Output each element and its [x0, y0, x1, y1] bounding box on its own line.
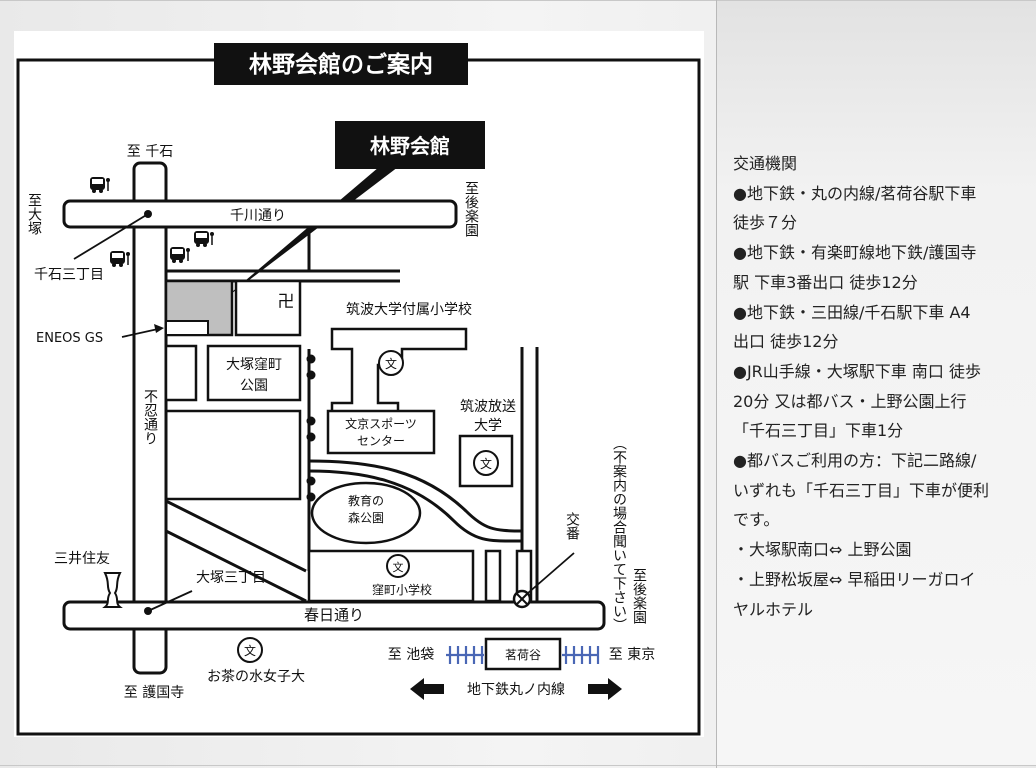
marunouchi-line-label: 地下鉄丸ノ内線	[467, 682, 565, 698]
mitsui-sumitomo-label: 三井住友	[54, 551, 110, 567]
school-symbol-1: 文	[385, 356, 397, 371]
otsuka-3chome-label: 大塚三丁目	[196, 570, 266, 586]
myogadani-station	[484, 637, 562, 671]
access-panel: 交通機関 ●地下鉄・丸の内線/茗荷谷駅下車 徒歩７分 ●地下鉄・有楽町線地下鉄/…	[717, 0, 1036, 766]
school-symbol-2: 文	[480, 456, 492, 471]
senkawa-road-label: 千川通り	[230, 208, 286, 224]
access-line: ●都バスご利用の方：下記二路線/	[733, 451, 977, 471]
rail-track-right	[562, 646, 600, 664]
access-line: ・上野松坂屋⇔ 早稲田リーガロイ	[733, 569, 976, 589]
kasuga-road-label: 春日通り	[304, 606, 364, 624]
access-line: ヤルホテル	[733, 599, 814, 619]
kubomachi-elementary-label: 窪町小学校	[372, 582, 432, 597]
koban-label: 交番	[564, 511, 580, 540]
access-line: 徒歩７分	[733, 213, 798, 233]
bank-icon	[102, 572, 123, 608]
access-line: 駅 下車3番出口 徒歩12分	[733, 272, 918, 292]
access-line: です。	[733, 510, 780, 530]
sengoku-3chome-label: 千石三丁目	[34, 267, 104, 283]
access-line: ●地下鉄・有楽町線地下鉄/護国寺	[733, 243, 977, 263]
access-map: 林野会館のご案内 林野会館 卍 大塚窪町 公園	[14, 31, 704, 737]
access-info: 交通機関 ●地下鉄・丸の内線/茗荷谷駅下車 徒歩７分 ●地下鉄・有楽町線地下鉄/…	[733, 149, 1025, 624]
broadcast-univ-label-1: 筑波放送	[460, 399, 516, 415]
map-title: 林野会館のご案内	[249, 51, 433, 78]
bunkyo-sports-center	[326, 409, 436, 455]
school-symbol-4: 文	[244, 643, 256, 658]
dir-southeast: 至後楽園	[631, 568, 647, 624]
koban-note: （不案内の場合聞いて下さい）	[611, 436, 627, 632]
kyoiku-park-label-1: 教育の	[348, 493, 384, 508]
access-line: ●地下鉄・丸の内線/茗荷谷駅下車	[733, 183, 977, 203]
building-label: 林野会館	[370, 134, 450, 158]
access-heading: 交通機関	[733, 154, 798, 173]
eneos-label: ENEOS GS	[36, 331, 103, 346]
tsukuba-elementary-building	[330, 327, 468, 425]
access-line: 出口 徒歩12分	[733, 332, 839, 352]
kyoiku-park-label-2: 森公園	[348, 510, 384, 525]
sports-center-label-2: センター	[357, 434, 405, 448]
access-line: いずれも「千石三丁目」下車が便利	[733, 480, 990, 500]
ochanomizu-univ-label: お茶の水女子大	[207, 668, 305, 685]
access-line: ●JR山手線・大塚駅下車 南口 徒歩	[733, 361, 981, 381]
title-banner	[214, 43, 468, 85]
kyoiku-no-mori-park	[310, 481, 422, 545]
panel-divider	[716, 0, 717, 768]
dir-northeast: 至後楽園	[463, 181, 479, 237]
otsuka-kubomachi-park	[206, 344, 302, 402]
access-line: ●地下鉄・三田線/千石駅下車 A4	[733, 302, 971, 322]
park-label-2: 公園	[240, 378, 268, 394]
dir-north: 至 千石	[127, 144, 173, 160]
dir-south: 至 護国寺	[124, 685, 184, 701]
park-label-1: 大塚窪町	[226, 356, 282, 373]
map-panel: 林野会館のご案内 林野会館 卍 大塚窪町 公園	[0, 0, 716, 766]
access-line: 「千石三丁目」下車1分	[733, 421, 904, 441]
tsukuba-elementary-label: 筑波大学付属小学校	[346, 301, 472, 318]
dir-ikebukuro: 至 池袋	[388, 647, 434, 663]
access-line: 20分 又は都バス・上野公園上行	[733, 391, 967, 411]
school-symbol-3: 文	[393, 560, 404, 574]
access-line: ・大塚駅南口⇔ 上野公園	[733, 540, 912, 560]
sports-center-label-1: 文京スポーツ	[345, 416, 417, 431]
arrow-right-icon	[588, 678, 622, 700]
building-banner	[335, 121, 485, 169]
broadcast-univ-label-2: 大学	[474, 418, 502, 434]
rail-track-left	[446, 646, 484, 664]
shinobazu-road-label: 不忍通り	[142, 389, 158, 445]
myogadani-label: 茗荷谷	[505, 648, 541, 662]
temple-symbol: 卍	[278, 292, 295, 312]
dir-tokyo: 至 東京	[609, 647, 655, 663]
arrow-left-icon	[410, 678, 444, 700]
dir-west: 至大塚	[26, 193, 42, 235]
